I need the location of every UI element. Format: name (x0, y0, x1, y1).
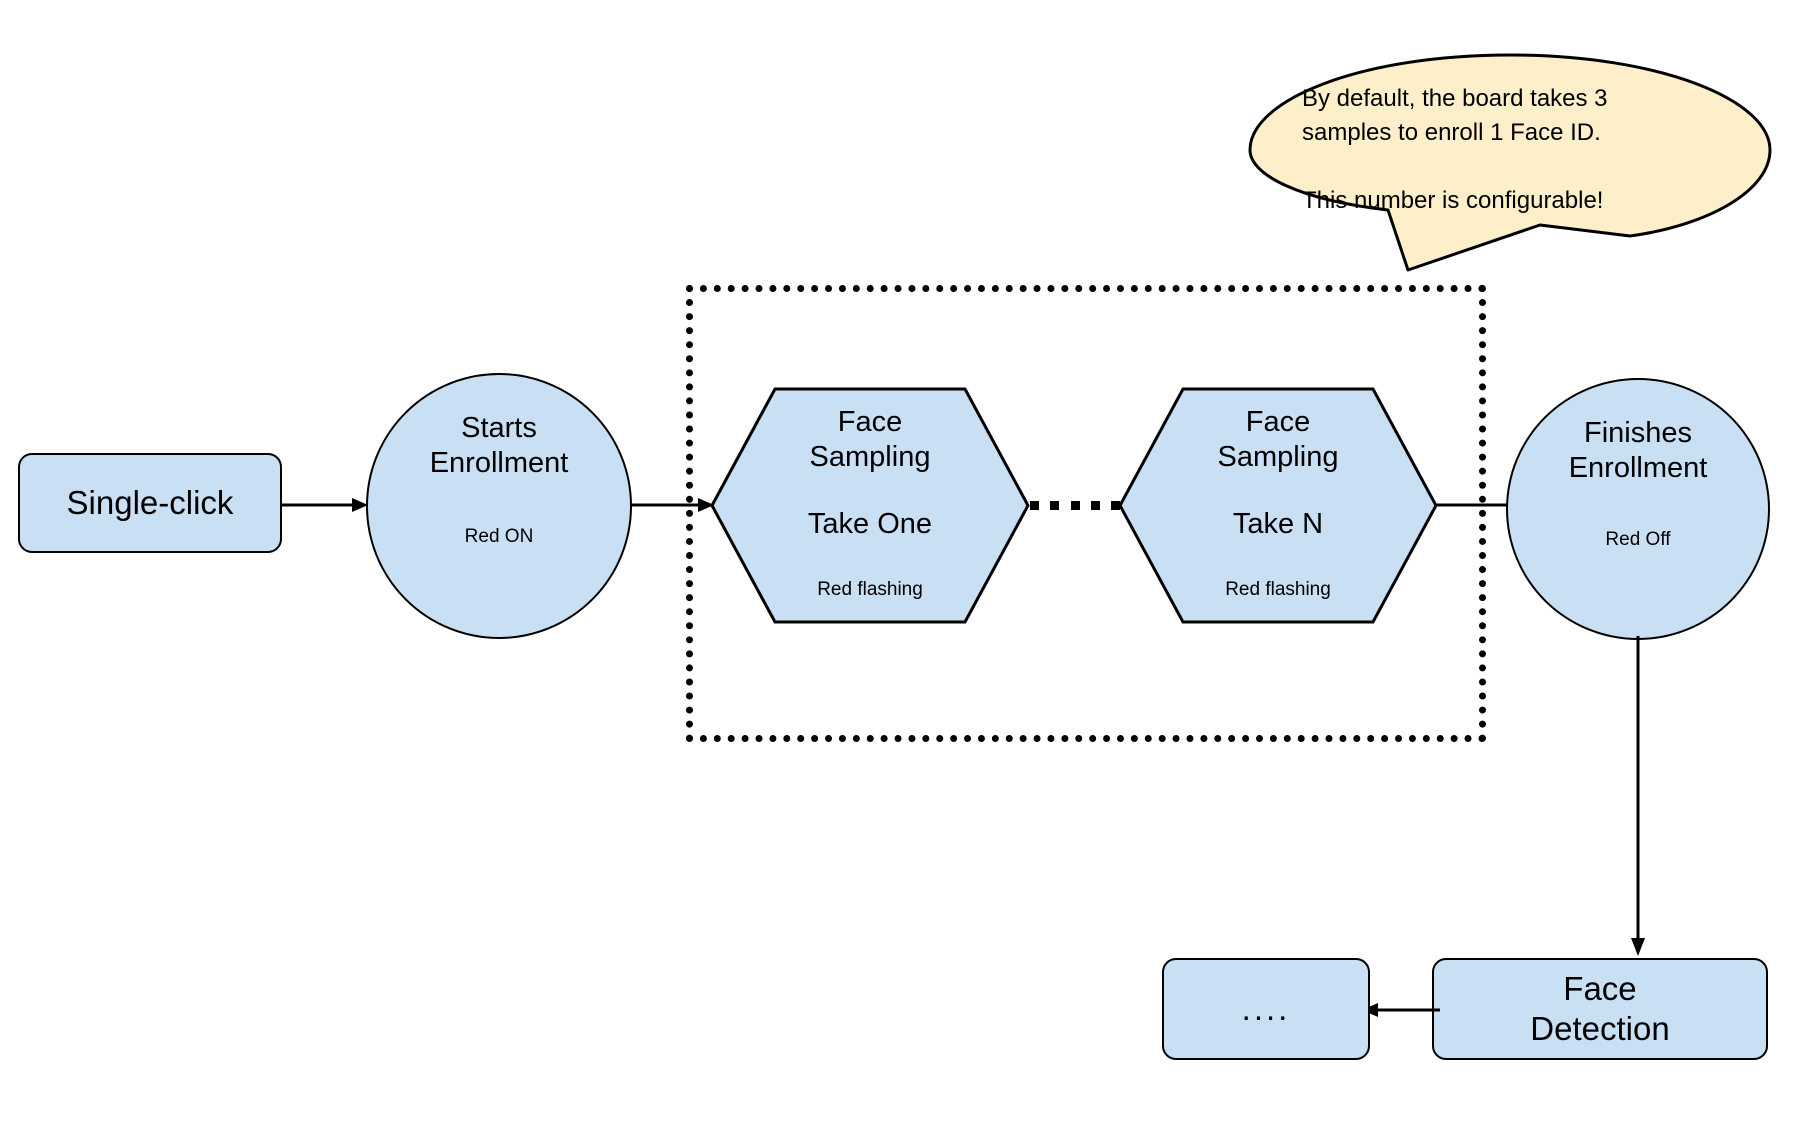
edge-sampling-ellipsis (1030, 501, 1120, 510)
edge-single-click-to-starts (282, 498, 368, 512)
node-face-sampling-take-one[interactable]: Face Sampling Take One Red flashing (710, 387, 1030, 624)
node-starts-enrollment[interactable]: Starts Enrollment Red ON (366, 373, 632, 639)
node-starts-enrollment-label: Starts Enrollment (429, 412, 569, 480)
edge-starts-to-sampling-one (630, 498, 714, 512)
hexagon-shape (1118, 387, 1438, 624)
ellipsis-dot (1030, 501, 1039, 510)
edge-face-detection-to-more-steps (1362, 1003, 1440, 1017)
callout-text: By default, the board takes 3 samples to… (1302, 85, 1608, 215)
node-starts-enrollment-status: Red ON (464, 525, 534, 547)
node-finishes-enrollment-label: Finishes Enrollment (1568, 417, 1708, 485)
node-face-detection[interactable]: Face Detection (1432, 958, 1768, 1060)
node-face-detection-label: Face Detection (1530, 969, 1670, 1047)
ellipsis-dot (1070, 501, 1080, 510)
node-single-click[interactable]: Single-click (18, 453, 282, 553)
node-finishes-enrollment-status: Red Off (1605, 528, 1671, 550)
ellipsis-dot (1050, 501, 1060, 510)
node-finishes-enrollment[interactable]: Finishes Enrollment Red Off (1506, 378, 1770, 640)
node-single-click-label: Single-click (66, 483, 234, 521)
hexagon-shape (710, 387, 1030, 624)
node-face-sampling-take-n[interactable]: Face Sampling Take N Red flashing (1118, 387, 1438, 624)
edge-finishes-to-face-detection (1631, 636, 1645, 956)
ellipsis-dot (1111, 501, 1120, 510)
callout-balloon: By default, the board takes 3 samples to… (1240, 50, 1785, 280)
node-more-steps-label: .... (1241, 989, 1291, 1027)
sampling-group-box (686, 285, 1486, 742)
callout-shape (1248, 53, 1772, 272)
ellipsis-dot (1090, 501, 1100, 510)
node-more-steps[interactable]: .... (1162, 958, 1370, 1060)
